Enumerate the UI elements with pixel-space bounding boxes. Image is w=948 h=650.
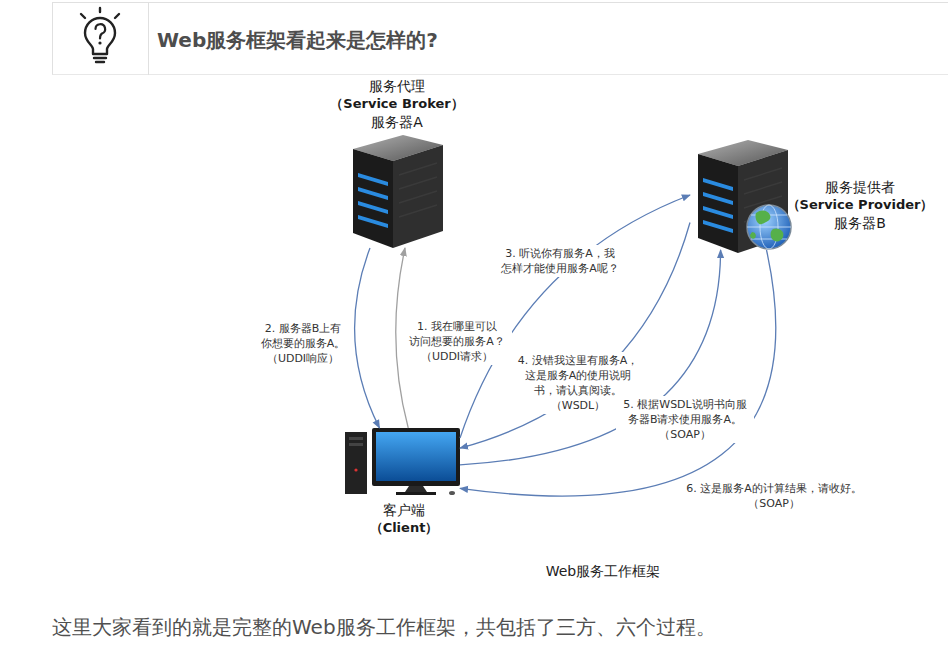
node-title: 服务代理 [330,77,463,95]
service-broker-node: 服务代理（Service Broker）服务器A [345,135,445,248]
broker-server-icon [353,135,443,248]
header-title: Web服务框架看起来是怎样的? [157,27,438,54]
message-arrow [460,250,776,496]
figure-caption: Web服务工作框架 [546,563,661,581]
message-arrow [355,248,380,428]
step-label: 6. 这是服务A的计算结果，请收好。 （SOAP） [678,480,870,512]
client-node: 客户端（Client） [345,428,460,495]
service-provider-node: 服务提供者（Service Provider）服务器B [690,140,792,250]
node-caption-group: 服务代理（Service Broker）服务器A [330,77,463,131]
node-caption-group: 服务提供者（Service Provider）服务器B [787,178,934,232]
step-label: 3. 听说你有服务A，我 怎样才能使用服务A呢？ [494,245,626,277]
provider-server-icon [698,140,788,253]
role-name: （Service Provider） [787,196,934,214]
body-paragraph: 这里大家看到的就是完整的Web服务工作框架，共包括了三方、六个过程。 [52,614,716,641]
role-name: （Service Broker） [330,95,463,113]
step-label: 2. 服务器B上有 你想要的服务A。 （UDDI响应） [254,320,352,367]
step-label: 1. 我在哪里可以 访问想要的服务A？ （UDDI请求） [402,318,512,365]
role-name: （Client） [370,519,439,537]
node-title: 客户端 [370,501,439,519]
node-title: 服务器B [787,214,934,232]
node-title: 服务提供者 [787,178,934,196]
header-divider [148,2,149,75]
node-title: 服务器A [330,113,463,131]
node-caption-group: 客户端（Client） [370,501,439,537]
client-computer-icon [345,428,460,495]
globe-icon [747,205,791,249]
idea-icon [52,2,148,75]
step-label: 5. 根据WSDL说明书向服 务器B请求使用服务A。 （SOAP） [616,396,754,443]
